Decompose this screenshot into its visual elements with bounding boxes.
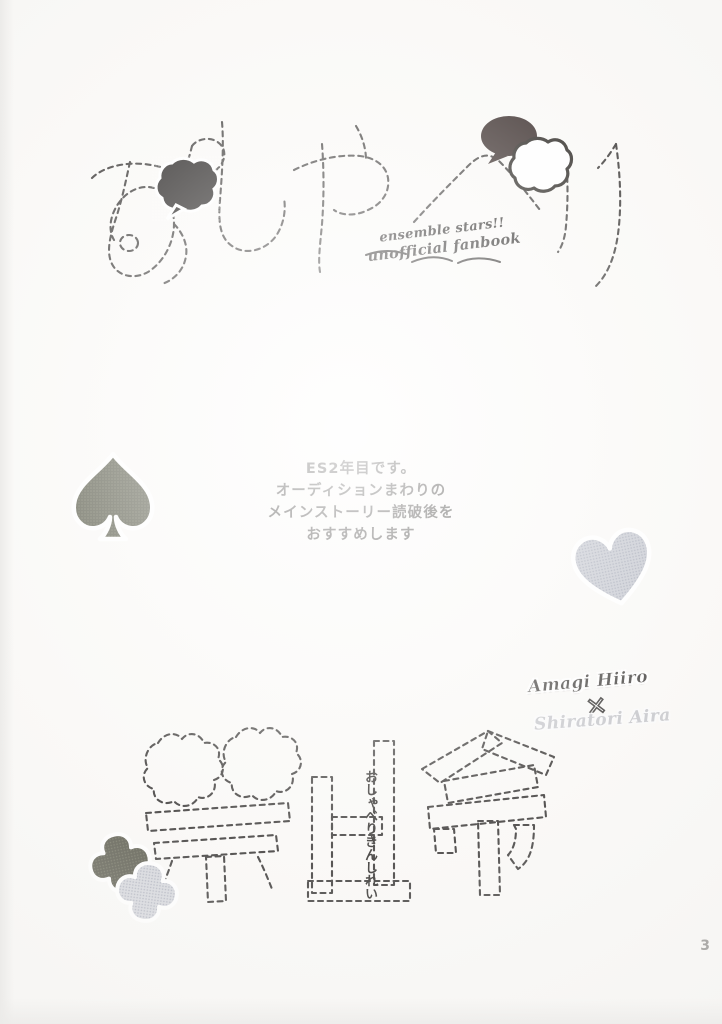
intro-line-3: メインストーリー読破後を	[267, 505, 455, 521]
cloud-bubble-white-shape	[508, 136, 574, 193]
clover-light-decoration	[110, 856, 184, 928]
intro-line-4: おすすめします	[306, 527, 416, 543]
intro-line-2: オーディションまわりの	[275, 483, 447, 499]
page-number: 3	[700, 938, 710, 954]
furigana-bottom: おしゃべりきんしれい	[362, 770, 377, 900]
intro-text-block: ES2年目です。 オーディションまわりの メインストーリー読破後を おすすめしま…	[0, 458, 722, 546]
clover-icon	[115, 861, 179, 923]
scan-edge-bottom	[0, 998, 722, 1024]
speech-bubble-dark-cloud-icon	[152, 156, 220, 222]
speech-bubble-white-cloud-icon	[508, 136, 574, 198]
cloud-bubble-shape	[154, 156, 220, 221]
intro-line-1: ES2年目です。	[305, 461, 417, 477]
